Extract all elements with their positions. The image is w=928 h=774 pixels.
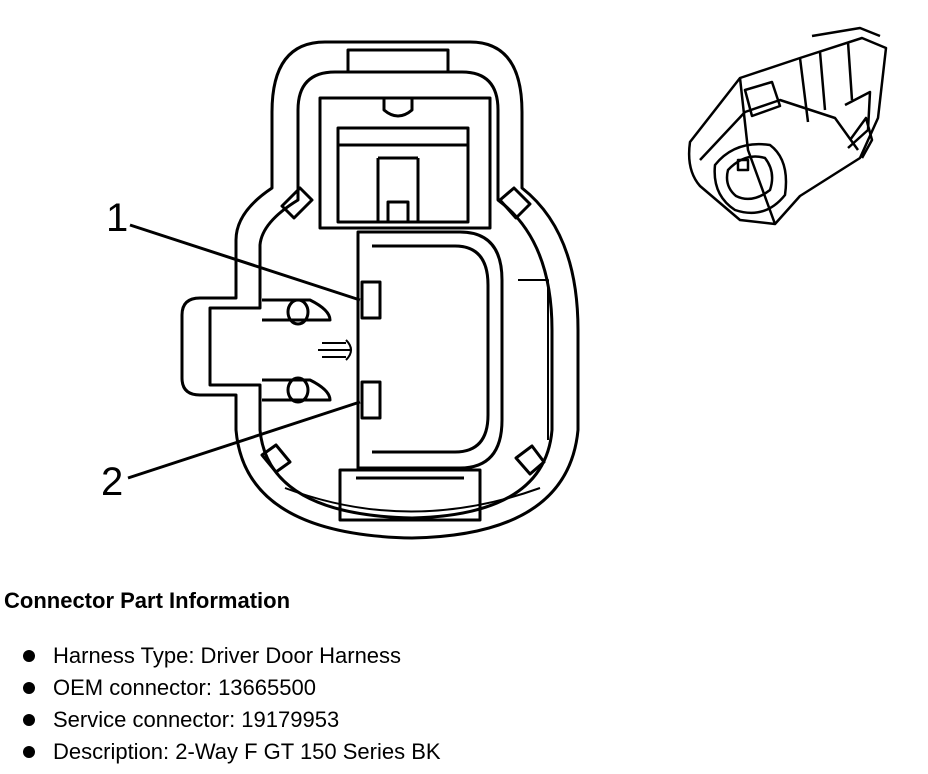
prong-hole-lower — [286, 376, 310, 404]
pin-label-1: 1 — [106, 196, 129, 240]
top-latch-notch — [382, 98, 414, 118]
pin-2-terminal — [360, 380, 382, 420]
connector-isometric-view — [687, 26, 888, 226]
list-item: Harness Type: Driver Door Harness — [0, 642, 441, 674]
connector-diagram — [127, 26, 888, 540]
bottom-lock — [338, 468, 482, 522]
upper-left-clip — [280, 186, 314, 220]
list-item: Service connector: 19179953 — [0, 706, 441, 738]
terminal-cavity-block — [356, 230, 504, 470]
info-title: Connector Part Information — [4, 588, 291, 613]
prong-hole-upper — [286, 298, 310, 326]
left-prong-lower — [262, 378, 332, 402]
latch-key-slot — [386, 200, 410, 224]
pin-label-2: 2 — [101, 460, 124, 504]
polarization-mark — [318, 339, 352, 361]
service-connector-text: Service connector: 19179953 — [53, 707, 340, 732]
top-latch-block — [318, 96, 492, 230]
connector-inner-outline — [208, 70, 554, 520]
pin-1-leader — [129, 223, 361, 302]
bottom-rim — [284, 487, 541, 513]
info-list: Harness Type: Driver Door Harness OEM co… — [0, 642, 441, 770]
bullet-icon — [23, 714, 35, 726]
list-item: Description: 2-Way F GT 150 Series BK — [0, 738, 441, 770]
bullet-icon — [23, 682, 35, 694]
oem-connector-text: OEM connector: 13665500 — [53, 675, 316, 700]
latch-key — [376, 156, 420, 222]
pin-2-leader — [127, 400, 361, 480]
connector-face-view — [127, 40, 580, 540]
harness-type-text: Harness Type: Driver Door Harness — [53, 643, 402, 668]
connector-outer-body — [180, 40, 580, 540]
bullet-icon — [23, 650, 35, 662]
lower-left-clip — [260, 443, 292, 474]
top-latch-tab — [346, 48, 450, 74]
bullet-icon — [23, 746, 35, 758]
upper-right-clip — [498, 186, 532, 220]
terminal-cavity-inner — [372, 244, 490, 454]
left-prong-upper — [262, 298, 332, 322]
lower-right-clip — [514, 444, 546, 476]
description-text: Description: 2-Way F GT 150 Series BK — [53, 739, 441, 764]
pin-1-terminal — [360, 280, 382, 320]
latch-window — [336, 126, 470, 224]
right-rib — [518, 279, 549, 440]
list-item: OEM connector: 13665500 — [0, 674, 441, 706]
